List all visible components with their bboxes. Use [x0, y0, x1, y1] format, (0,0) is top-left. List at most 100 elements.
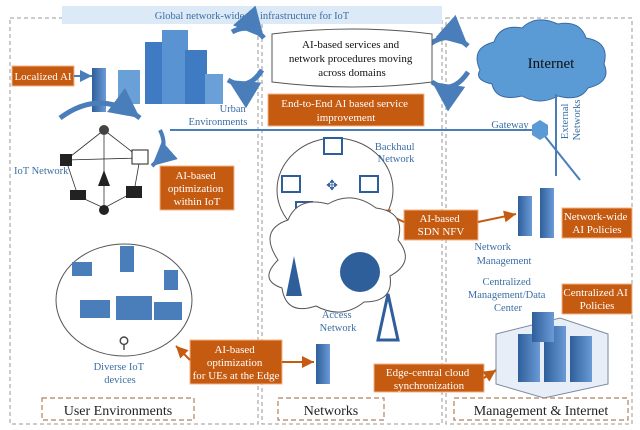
- e2e-line: End-to-End AI based service: [281, 98, 408, 110]
- orange-box-centralized: [561, 283, 633, 315]
- svg-text:Backhaul Network: Backhaul Network: [375, 142, 417, 165]
- cell-tower-icon: [286, 256, 302, 296]
- svg-text:Urban Environments: Urban Environments: [189, 104, 249, 128]
- networks-region: [261, 17, 443, 425]
- svg-text:Network Management: Network Management: [474, 242, 531, 267]
- server-icon: [316, 344, 330, 384]
- user-environments-region: [9, 17, 259, 425]
- section-networks: Networks: [304, 404, 358, 419]
- server-icon: [518, 196, 532, 236]
- gateway-icon: [532, 120, 548, 140]
- projector-icon: [70, 190, 86, 200]
- iot-opt-line: optimization: [168, 183, 224, 195]
- gateway-label: Gateway: [491, 120, 529, 131]
- flow-arrow: [430, 70, 471, 112]
- diverse-label: devices: [104, 375, 136, 386]
- iot-opt-line: within IoT: [174, 196, 221, 208]
- services-line: across domains: [318, 67, 386, 79]
- section-box: [41, 397, 195, 421]
- central-label: Center: [494, 303, 522, 314]
- data-center-icon: [495, 312, 609, 399]
- svg-text:Diverse IoT devices: Diverse IoT devices: [94, 362, 147, 386]
- localized-ai-label: Localized AI: [14, 71, 71, 83]
- orange-box-edge-sync: [373, 363, 485, 393]
- services-line: network procedures moving: [289, 53, 413, 65]
- orange-arrow: [482, 369, 497, 382]
- monitor-icon: [131, 149, 149, 165]
- svg-text:AI-based optimization: AI-based optimization for UEs at the Edg…: [193, 344, 280, 382]
- antenna-tower-icon: [376, 293, 400, 342]
- city-buildings-icon: [118, 30, 223, 104]
- services-box: [271, 28, 433, 88]
- centralized-line: Centralized AI: [563, 287, 628, 299]
- svg-text:AI-based optimization: AI-based optimization within IoT: [168, 170, 226, 208]
- flow-arrow: [428, 14, 470, 48]
- headphones-icon: [60, 154, 72, 166]
- section-management-internet: Management & Internet: [474, 404, 609, 419]
- orange-box-iot-optimization: [159, 165, 235, 211]
- svg-text:Network-wide AI Policies: Network-wide AI Policies: [564, 211, 630, 236]
- netwide-line: AI Policies: [572, 224, 621, 236]
- orange-box-ue-optimization: [189, 339, 283, 385]
- antenna-icon: [98, 170, 110, 186]
- bicycle-icon: ⚲: [118, 335, 130, 352]
- flow-arrow: [226, 68, 265, 109]
- orange-box-sdn-nfv: [403, 209, 479, 241]
- orange-box-network-wide: [561, 207, 633, 239]
- external-label: Networks: [572, 100, 583, 141]
- robot-icon: [126, 186, 142, 198]
- internet-label: Internet: [528, 56, 575, 72]
- access-label: Access: [322, 310, 352, 321]
- orange-box-e2e: [267, 93, 425, 127]
- sdn-line: AI-based: [419, 213, 460, 225]
- section-user-environments: User Environments: [64, 404, 172, 419]
- central-label: Centralized: [482, 277, 531, 288]
- iot-network-label: IoT Network: [14, 166, 69, 177]
- orange-arrow: [477, 210, 517, 223]
- centralized-line: Policies: [580, 300, 615, 312]
- central-label: Management/Data: [468, 290, 546, 301]
- drone-icon: [99, 125, 109, 135]
- server-icon: [540, 188, 554, 238]
- netwide-line: Network-wide: [564, 211, 628, 223]
- banner-title: Global network-wide AI infrastructure fo…: [155, 11, 350, 22]
- section-box: [453, 397, 629, 421]
- net-mgmt-label: Management: [477, 256, 532, 267]
- watch-icon: [99, 205, 109, 215]
- net-mgmt-label: Network: [474, 242, 511, 253]
- device-icons: [72, 246, 182, 320]
- flow-arrow: [58, 88, 142, 121]
- svg-text:Centralized AI Policies: Centralized AI Policies: [563, 287, 630, 312]
- ue-opt-line: AI-based: [214, 344, 255, 356]
- sync-line: Edge-central cloud: [386, 367, 470, 379]
- flow-arrow: [150, 129, 178, 168]
- svg-text:AI-based services and netw: AI-based services and network procedures…: [289, 39, 415, 79]
- urban-label: Urban: [220, 104, 247, 115]
- backhaul-label: Backhaul: [375, 142, 415, 153]
- orange-arrow: [175, 345, 191, 361]
- urban-label: Environments: [189, 117, 248, 128]
- external-label: External: [560, 103, 571, 139]
- svg-text:Access Network: Access Network: [320, 310, 357, 334]
- sdn-line: SDN NFV: [418, 226, 465, 238]
- svg-text:External Networks: External Networks: [560, 100, 583, 141]
- e2e-line: improvement: [317, 112, 376, 124]
- diverse-label: Diverse IoT: [94, 362, 145, 373]
- services-line: AI-based services and: [302, 39, 400, 51]
- ue-opt-line: optimization: [207, 357, 263, 369]
- backhaul-label: Network: [378, 154, 415, 165]
- sync-line: synchronization: [394, 380, 465, 392]
- satellite-dish-icon: [340, 252, 380, 292]
- iot-opt-line: AI-based: [175, 170, 216, 182]
- connection-line: [539, 129, 581, 181]
- svg-text:Centralized Management/Dat: Centralized Management/Data Center: [468, 277, 548, 314]
- flow-arrow: [230, 5, 266, 40]
- access-label: Network: [320, 323, 357, 334]
- ue-opt-line: for UEs at the Edge: [193, 370, 280, 382]
- svg-text:Edge-central cloud synchro: Edge-central cloud synchronization: [386, 367, 472, 392]
- svg-text:AI-based SDN NFV: AI-based SDN NFV: [418, 213, 465, 238]
- svg-text:End-to-End AI based service: End-to-End AI based service improvement: [281, 98, 411, 124]
- direction-arrows-icon: ✥: [326, 179, 338, 194]
